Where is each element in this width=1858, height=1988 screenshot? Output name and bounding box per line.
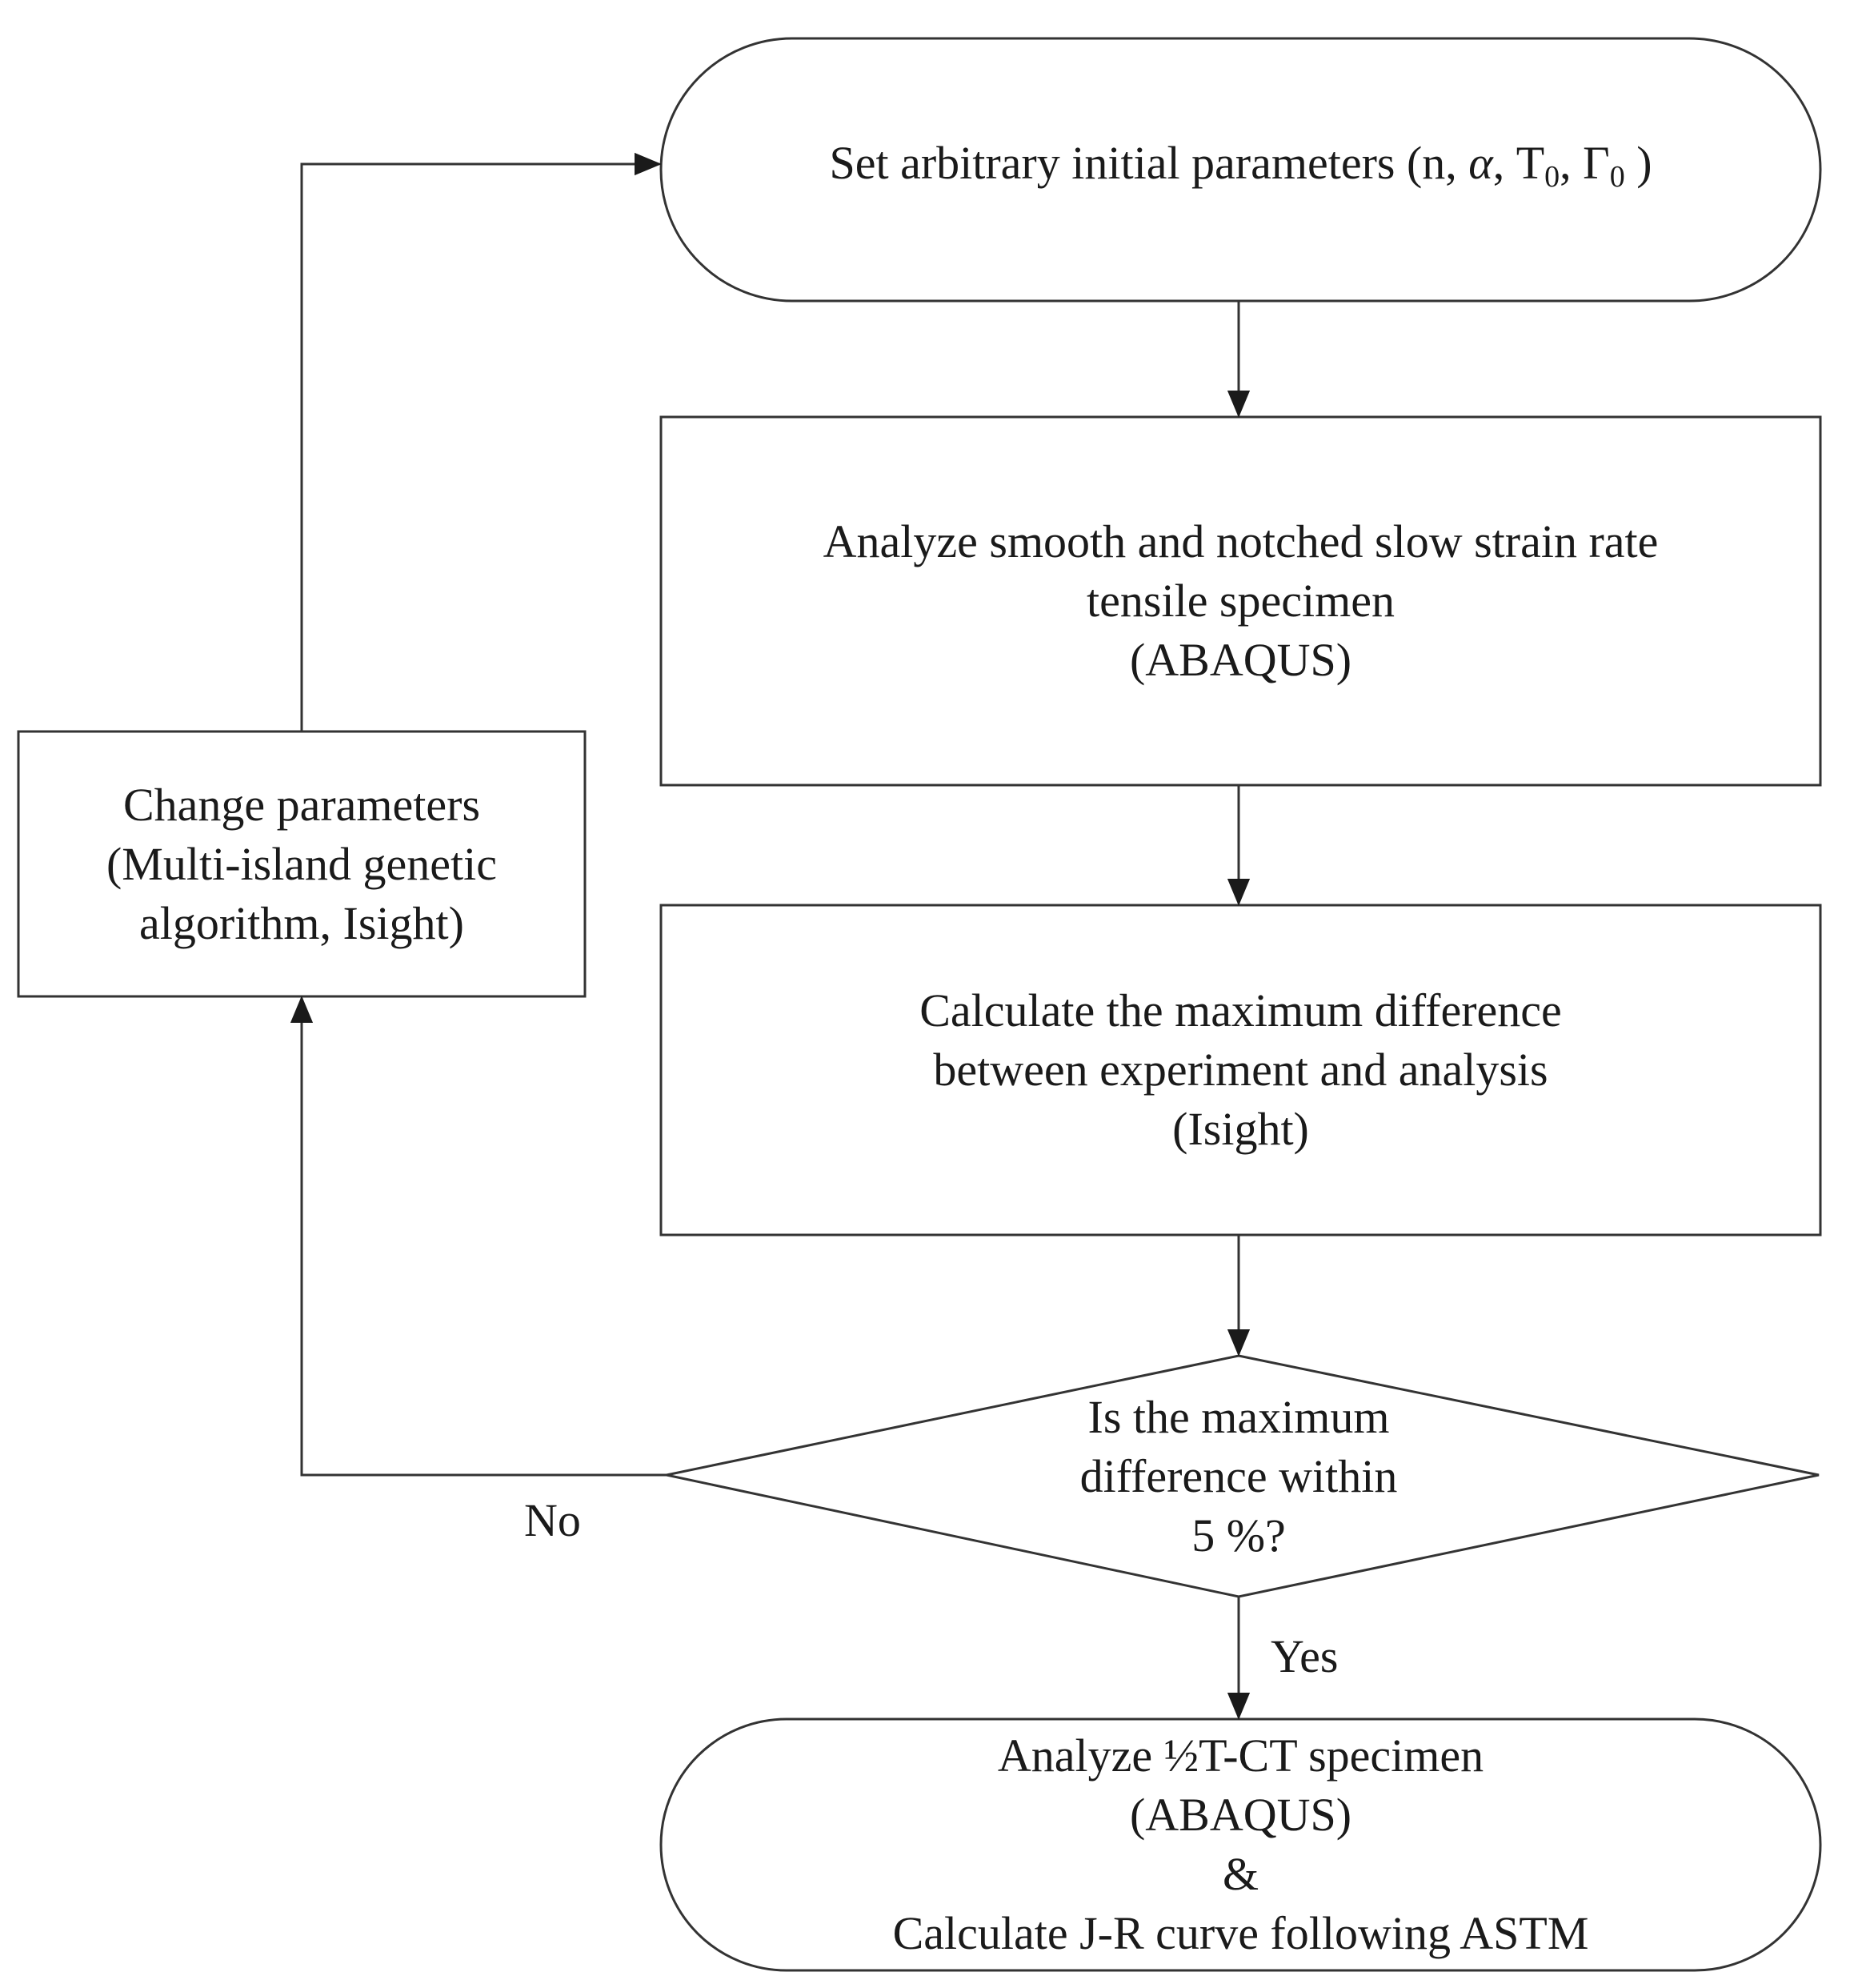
end-terminal-text: Analyze ½T-CT specimen (ABAQUS) & Calcul…	[661, 1719, 1820, 1970]
gamma-symbol: Γ	[1583, 136, 1610, 189]
analyze-tensile-line-2: tensile specimen	[1087, 575, 1395, 627]
calculate-difference-line-1: Calculate the maximum difference	[919, 984, 1562, 1036]
decision-line-3: 5 %?	[1191, 1509, 1286, 1561]
analyze-tensile-box	[659, 415, 1822, 787]
end-line-1: Analyze ½T-CT specimen	[997, 1729, 1484, 1782]
start-label-suffix: )	[1624, 136, 1652, 189]
edge-label-yes: Yes	[1271, 1630, 1339, 1682]
start-label-separator-1: ,	[1492, 136, 1516, 189]
calculate-difference-line-3: (Isight)	[1172, 1103, 1309, 1155]
start-label-separator-2: ,	[1560, 136, 1584, 189]
start-terminal-text: Set arbitrary initial parameters (n, α, …	[661, 38, 1820, 301]
decision-text: Is the maximum difference within 5 %?	[919, 1356, 1559, 1597]
start-label-prefix: Set arbitrary initial parameters (n,	[829, 136, 1469, 189]
decision-line-1: Is the maximum	[1087, 1390, 1390, 1443]
start-terminal-label: Set arbitrary initial parameters (n, α, …	[829, 134, 1652, 206]
arrow-decision-no-to-change	[290, 996, 667, 1477]
calculate-difference-text: Calculate the maximum difference between…	[661, 905, 1820, 1235]
analyze-tensile-text: Analyze smooth and notched slow strain r…	[661, 417, 1820, 785]
change-parameters-line-2: (Multi-island genetic	[106, 837, 498, 890]
change-parameters-line-1: Change parameters	[122, 778, 481, 831]
t-subscript: 0	[1544, 159, 1560, 194]
analyze-tensile-line-1: Analyze smooth and notched slow strain r…	[823, 515, 1659, 567]
gamma-subscript: 0	[1609, 159, 1625, 194]
change-parameters-text: Change parameters (Multi-island genetic …	[18, 731, 585, 996]
end-line-2: (ABAQUS)	[1129, 1789, 1352, 1841]
end-line-3: &	[1222, 1848, 1259, 1900]
t-symbol: T	[1516, 136, 1545, 189]
analyze-tensile-line-3: (ABAQUS)	[1129, 634, 1352, 686]
calculate-difference-line-2: between experiment and analysis	[933, 1044, 1548, 1096]
edge-label-no: No	[524, 1494, 581, 1546]
arrow-change-to-start	[300, 152, 662, 731]
change-parameters-line-3: algorithm, Isight)	[139, 896, 464, 949]
decision-line-2: difference within	[1079, 1449, 1398, 1502]
end-line-4: Calculate J-R curve following ASTM	[892, 1907, 1589, 1959]
alpha-symbol: α	[1468, 136, 1493, 189]
